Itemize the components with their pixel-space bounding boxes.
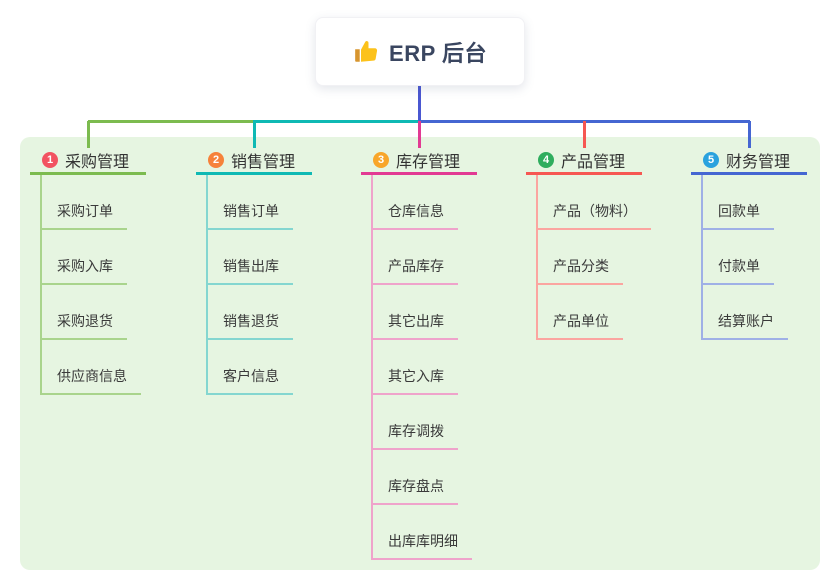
branch-purchase: 1 采购管理 采购订单 采购入库 采购退货 供应商信息: [30, 147, 160, 395]
branch-number-badge: 1: [42, 151, 58, 168]
root-node[interactable]: ERP 后台: [315, 17, 525, 86]
child-node[interactable]: 采购订单: [40, 201, 127, 230]
child-node[interactable]: 库存盘点: [371, 476, 458, 505]
child-node[interactable]: 其它入库: [371, 366, 458, 395]
branch-label: 产品管理: [561, 153, 626, 171]
child-node[interactable]: 采购入库: [40, 256, 127, 285]
drop-line-purchase: [87, 121, 90, 148]
child-node[interactable]: 客户信息: [206, 366, 293, 395]
branch-title-sales[interactable]: 2 销售管理: [196, 147, 312, 175]
thumbs-up-icon: [355, 40, 378, 62]
root-connector-line: [418, 84, 421, 121]
branch-product: 4 产品管理 产品（物料） 产品分类 产品单位: [526, 147, 656, 340]
child-node[interactable]: 销售退货: [206, 311, 293, 340]
branch-title-purchase[interactable]: 1 采购管理: [30, 147, 146, 175]
child-node[interactable]: 仓库信息: [371, 201, 458, 230]
branch-finance: 5 财务管理 回款单 付款单 结算账户: [691, 147, 821, 340]
branch-label: 财务管理: [726, 153, 791, 171]
branch-connector-line: [371, 175, 373, 560]
branch-title-inventory[interactable]: 3 库存管理: [361, 147, 477, 175]
branch-connector-line: [536, 175, 538, 340]
child-node[interactable]: 结算账户: [701, 311, 788, 340]
child-node[interactable]: 产品单位: [536, 311, 623, 340]
branch-number-badge: 3: [373, 151, 389, 168]
branch-number-badge: 2: [208, 151, 224, 168]
child-node[interactable]: 产品（物料）: [536, 201, 651, 230]
branch-connector-line: [701, 175, 703, 340]
branch-number-badge: 5: [703, 151, 719, 168]
bus-line-sales: [253, 120, 419, 123]
child-node[interactable]: 出库库明细: [371, 531, 472, 560]
branch-sales: 2 销售管理 销售订单 销售出库 销售退货 客户信息: [196, 147, 326, 395]
branch-inventory: 3 库存管理 仓库信息 产品库存 其它出库 其它入库 库存调拨 库存盘点 出库库…: [361, 147, 491, 560]
child-node[interactable]: 采购退货: [40, 311, 127, 340]
drop-line-sales: [253, 121, 256, 148]
child-node[interactable]: 付款单: [701, 256, 774, 285]
drop-line-inventory: [418, 121, 421, 148]
child-node[interactable]: 供应商信息: [40, 366, 141, 395]
branch-connector-line: [40, 175, 42, 395]
branch-label: 采购管理: [65, 153, 130, 171]
drop-line-product: [583, 121, 586, 148]
branch-connector-line: [206, 175, 208, 395]
branch-label: 库存管理: [396, 153, 461, 171]
child-node[interactable]: 回款单: [701, 201, 774, 230]
child-node[interactable]: 其它出库: [371, 311, 458, 340]
child-node[interactable]: 销售订单: [206, 201, 293, 230]
bus-line-purchase: [88, 120, 254, 123]
branch-title-finance[interactable]: 5 财务管理: [691, 147, 807, 175]
child-node[interactable]: 销售出库: [206, 256, 293, 285]
child-node[interactable]: 库存调拨: [371, 421, 458, 450]
branch-label: 销售管理: [231, 153, 296, 171]
branch-number-badge: 4: [538, 151, 554, 168]
child-node[interactable]: 产品分类: [536, 256, 623, 285]
child-node[interactable]: 产品库存: [371, 256, 458, 285]
branches-panel: [20, 137, 820, 570]
root-label: ERP 后台: [389, 40, 487, 66]
branch-title-product[interactable]: 4 产品管理: [526, 147, 642, 175]
drop-line-finance: [748, 121, 751, 148]
